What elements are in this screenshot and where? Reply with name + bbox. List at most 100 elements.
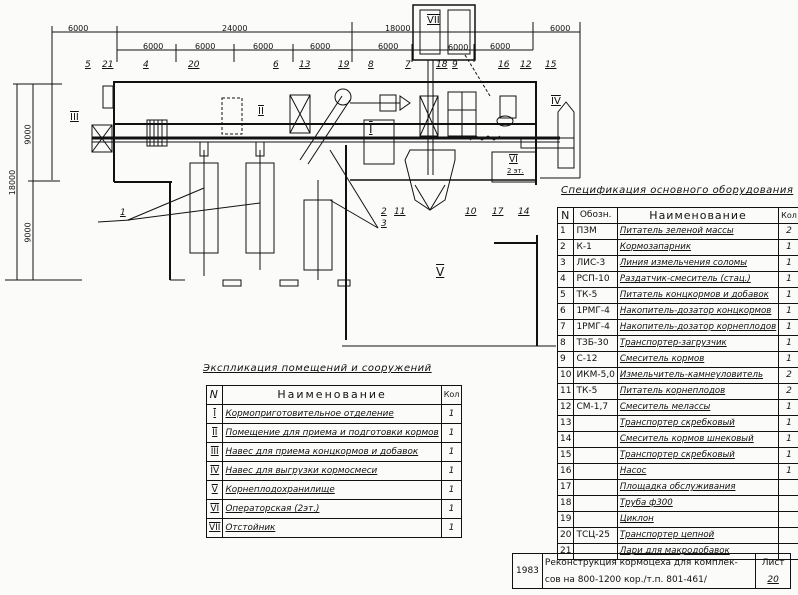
equipment-code: ТСЦ-25 [573,527,618,544]
equipment-name: Транспортер-загрузчик [616,335,780,352]
header-qty: Кол [440,385,463,405]
quantity: 1 [778,303,798,320]
quantity [778,479,798,496]
equipment-code: К-1 [573,239,618,256]
equipment-code [573,431,618,448]
callout-14: 14 [518,207,530,217]
equipment-code [573,415,618,432]
callout-8: 8 [368,60,374,70]
room-label-V: V [436,265,445,279]
dimension-label: 9000 [23,124,33,145]
dimension-label: 6000 [448,43,469,52]
callout-16: 16 [498,60,510,70]
specification-title: Спецификация основного оборудования [561,185,794,196]
sheet-label: Лист [755,553,791,571]
dimension-label: 6000 [253,42,274,51]
callout-4: 4 [143,60,149,70]
callout-12: 12 [520,60,532,70]
equipment-name: Смеситель кормов шнековый [616,431,780,448]
row-number: 4 [556,271,575,288]
room-name: Отстойник [222,518,442,538]
equipment-code: ЛИС-3 [573,255,618,272]
room-number: VII [205,518,224,538]
row-number: 11 [556,383,575,400]
equipment-code: С-12 [573,351,618,368]
row-number: 9 [556,351,575,368]
table-header-row: N Обозн. Наименование Кол [556,207,798,224]
quantity: 1 [440,404,463,424]
equipment-code: СМ-1,7 [573,399,618,416]
dimension-label: 6000 [310,42,331,51]
quantity: 1 [440,480,463,500]
equipment-code [573,463,618,480]
equipment-name: Транспортер скребковый [616,447,780,464]
room-number: IV [205,461,224,481]
equipment-name: Питатель корнеплодов [616,383,780,400]
callout-19: 19 [338,60,350,70]
row-number: 19 [556,511,575,528]
equipment-name: Труба ф300 [616,495,780,512]
equipment-name: Транспортер скребковый [616,415,780,432]
room-label-III: III [70,112,79,123]
dimension-label: 9000 [23,222,33,243]
callout-20: 20 [188,60,200,70]
quantity: 1 [778,271,798,288]
equipment-name: Питатель концкормов и добавок [616,287,780,304]
quantity: 1 [778,319,798,336]
callout-1: 1 [120,208,126,218]
row-number: 8 [556,335,575,352]
room-number: I [205,404,224,424]
room-name: Навес для выгрузки кормосмеси [222,461,442,481]
quantity [778,511,798,528]
dimension-label: 18000 [8,169,18,196]
header-n: N [205,385,224,405]
room-vi-note: 2 эт. [507,167,524,175]
equipment-name: Накопитель-дозатор корнеплодов [616,319,780,336]
quantity: 1 [440,423,463,443]
quantity: 1 [778,415,798,432]
sheet-number: 20 [755,571,791,589]
equipment-code: ИКМ-5,0 [573,367,618,384]
callout-13: 13 [299,60,311,70]
quantity [778,527,798,544]
room-label-VI: VI [509,155,518,165]
equipment-code: ПЗМ [573,223,618,240]
quantity: 1 [778,463,798,480]
dimension-label: 6000 [68,24,89,33]
equipment-code [573,479,618,496]
quantity: 1 [778,255,798,272]
table-header-row: N Наименование Кол [205,385,463,405]
quantity: 1 [778,431,798,448]
title-block-line1: Реконструкция кормоцеха для комплек- [541,553,757,571]
equipment-code [573,511,618,528]
equipment-code: РСП-10 [573,271,618,288]
dimension-label: 6000 [490,42,511,51]
quantity: 1 [778,287,798,304]
room-label-IV: IV [551,96,561,107]
title-block-year: 1983 [512,553,543,589]
equipment-name: Смеситель мелассы [616,399,780,416]
header-n: N [556,207,575,224]
callout-10: 10 [465,207,477,217]
room-number: II [205,423,224,443]
room-number: VI [205,499,224,519]
